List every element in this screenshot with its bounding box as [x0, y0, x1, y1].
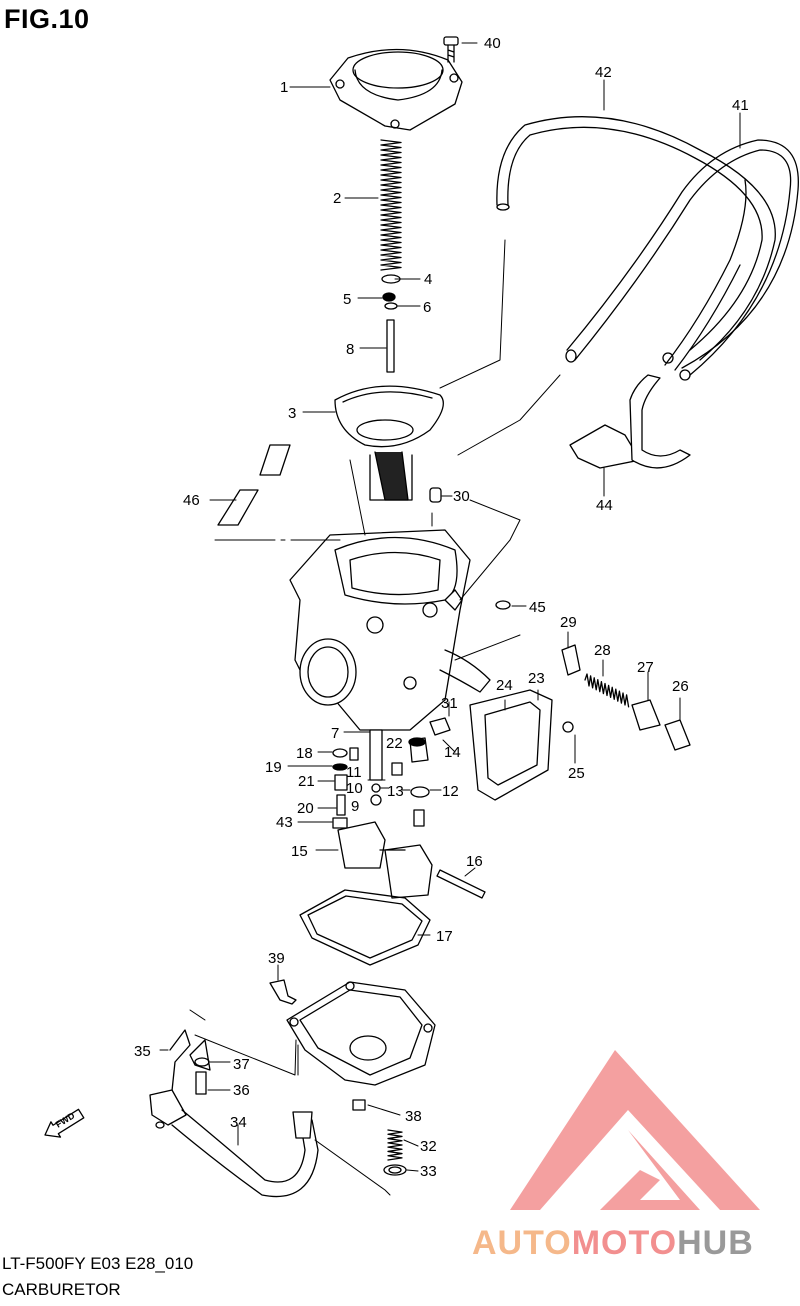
callout-label-14: 14 [444, 744, 461, 761]
part-diaphragm-3 [334, 385, 444, 501]
callout-label-3: 3 [288, 405, 296, 422]
callout-label-46: 46 [183, 492, 200, 509]
watermark-word-auto: AUTO [472, 1224, 572, 1262]
part-jet-cluster [332, 717, 451, 829]
callout-label-40: 40 [484, 35, 501, 52]
callout-label-37: 37 [233, 1056, 250, 1073]
part-bracket-44 [569, 374, 691, 469]
assembly-name: CARBURETOR [2, 1280, 121, 1299]
callout-label-22: 22 [386, 735, 403, 752]
callout-label-45: 45 [529, 599, 546, 616]
callout-label-27: 27 [637, 659, 654, 676]
callout-label-30: 30 [453, 488, 470, 505]
callout-label-13: 13 [387, 783, 404, 800]
part-drain-parts [269, 979, 407, 1176]
callout-label-18: 18 [296, 745, 313, 762]
figure-title: FIG.10 [4, 4, 90, 34]
part-top-cap [329, 48, 463, 131]
part-hoses-41-42 [496, 116, 799, 381]
callout-label-41: 41 [732, 97, 749, 114]
callout-label-29: 29 [560, 614, 577, 631]
callout-label-10: 10 [346, 780, 363, 797]
callout-label-44: 44 [596, 497, 613, 514]
callout-label-21: 21 [298, 773, 315, 790]
callout-label-15: 15 [291, 843, 308, 860]
callout-label-1: 1 [280, 79, 288, 96]
callout-label-34: 34 [230, 1114, 247, 1131]
callout-label-2: 2 [333, 190, 341, 207]
part-float-15 [337, 821, 486, 899]
callout-label-36: 36 [233, 1082, 250, 1099]
callout-label-11: 11 [346, 764, 362, 781]
callout-label-20: 20 [297, 800, 314, 817]
part-float-bowl [286, 981, 436, 1086]
triangle-logo-icon [510, 1050, 760, 1210]
callout-label-6: 6 [423, 299, 431, 316]
callout-label-32: 32 [420, 1138, 437, 1155]
part-throttle-adjuster [561, 644, 691, 751]
part-needle-set [381, 274, 401, 373]
part-tubes-46 [217, 444, 291, 526]
watermark-word-moto: MOTO [571, 1224, 678, 1262]
callout-label-26: 26 [672, 678, 689, 695]
callout-label-23: 23 [528, 670, 545, 687]
callout-label-43: 43 [276, 814, 293, 831]
callout-label-35: 35 [134, 1043, 151, 1060]
callout-label-19: 19 [265, 759, 282, 776]
callout-label-12: 12 [442, 783, 459, 800]
callout-label-24: 24 [496, 677, 513, 694]
model-code: LT-F500FY E03 E28_010 [2, 1254, 194, 1273]
callout-label-33: 33 [420, 1163, 437, 1180]
part-gasket-17 [299, 889, 431, 966]
part-drain-hose-34 [149, 1029, 319, 1198]
callout-label-39: 39 [268, 950, 285, 967]
callout-label-42: 42 [595, 64, 612, 81]
callout-label-38: 38 [405, 1108, 422, 1125]
leader-lines [159, 42, 741, 1196]
callout-label-5: 5 [343, 291, 351, 308]
callout-label-4: 4 [424, 271, 432, 288]
part-screw-40 [443, 36, 459, 63]
watermark-wordmark: AUTOMOTOHUB [472, 1224, 754, 1263]
forward-arrow-icon [44, 1108, 85, 1138]
callout-label-28: 28 [594, 642, 611, 659]
part-spring-2 [380, 139, 402, 271]
callout-label-9: 9 [351, 798, 359, 815]
callout-label-16: 16 [466, 853, 483, 870]
part-carburetor-body [289, 529, 511, 731]
callout-label-8: 8 [346, 341, 354, 358]
part-jet-30 [429, 487, 442, 503]
callout-label-17: 17 [436, 928, 453, 945]
callout-label-31: 31 [441, 695, 458, 712]
watermark-word-hub: HUB [677, 1224, 754, 1262]
part-cover-23-24 [469, 689, 574, 801]
callout-label-25: 25 [568, 765, 585, 782]
callout-label-7: 7 [331, 725, 339, 742]
